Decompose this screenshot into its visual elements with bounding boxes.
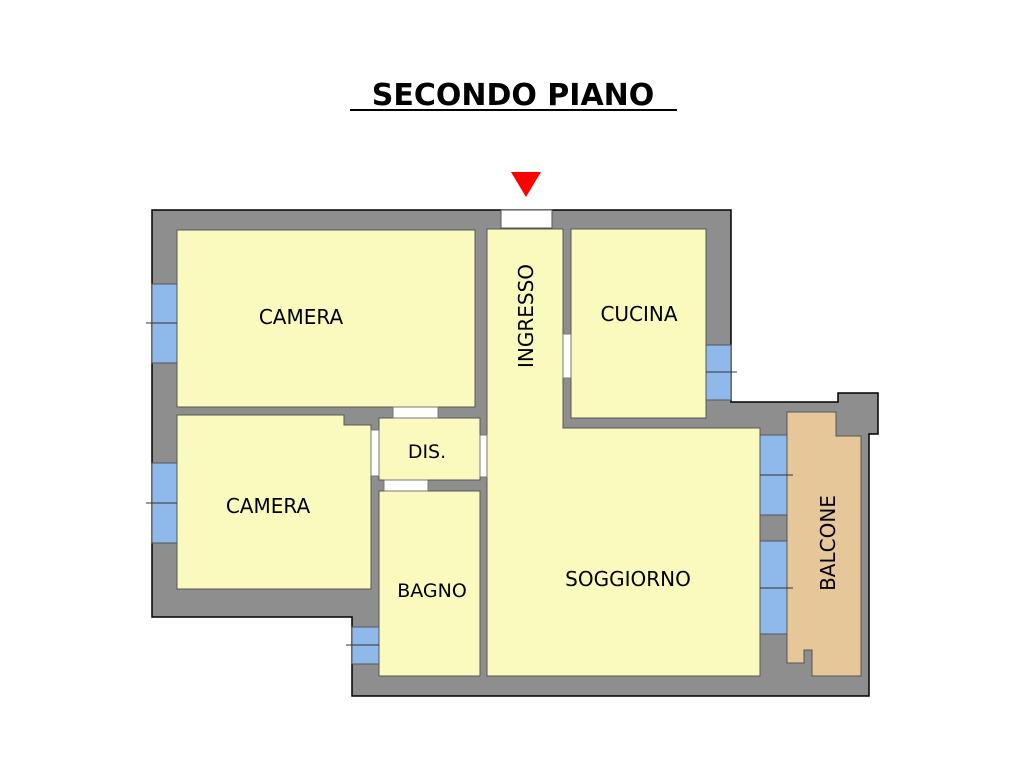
label-bagno: BAGNO	[397, 580, 467, 602]
window-soggiorno-top	[759, 434, 793, 516]
door-bagno	[383, 479, 429, 492]
entrance-door	[500, 209, 553, 229]
room-camera-bottom	[176, 414, 372, 590]
room-dis	[378, 417, 481, 481]
room-balcone	[786, 411, 862, 677]
label-camera-bottom: CAMERA	[226, 494, 311, 518]
label-dis: DIS.	[408, 441, 446, 463]
room-camera-top	[176, 229, 476, 408]
label-camera-top: CAMERA	[259, 305, 344, 329]
door-cucina	[562, 333, 572, 379]
window-cucina	[705, 344, 737, 401]
room-cucina	[570, 228, 707, 419]
door-dis-top	[392, 406, 439, 419]
window-soggiorno-bottom	[759, 540, 793, 635]
plan-title: SECONDO PIANO	[372, 78, 655, 113]
room-bagno	[378, 490, 481, 677]
window-camera-top	[146, 283, 178, 364]
entrance-arrow-icon	[511, 172, 541, 197]
window-bagno	[346, 626, 380, 665]
label-cucina: CUCINA	[600, 302, 677, 326]
window-camera-bottom	[146, 462, 178, 544]
label-soggiorno: SOGGIORNO	[565, 567, 691, 591]
room-ingresso-soggiorno	[486, 228, 761, 677]
door-dis-right	[479, 434, 488, 478]
label-ingresso: INGRESSO	[514, 264, 538, 368]
door-dis-left	[370, 429, 380, 477]
label-balcone: BALCONE	[816, 495, 840, 591]
